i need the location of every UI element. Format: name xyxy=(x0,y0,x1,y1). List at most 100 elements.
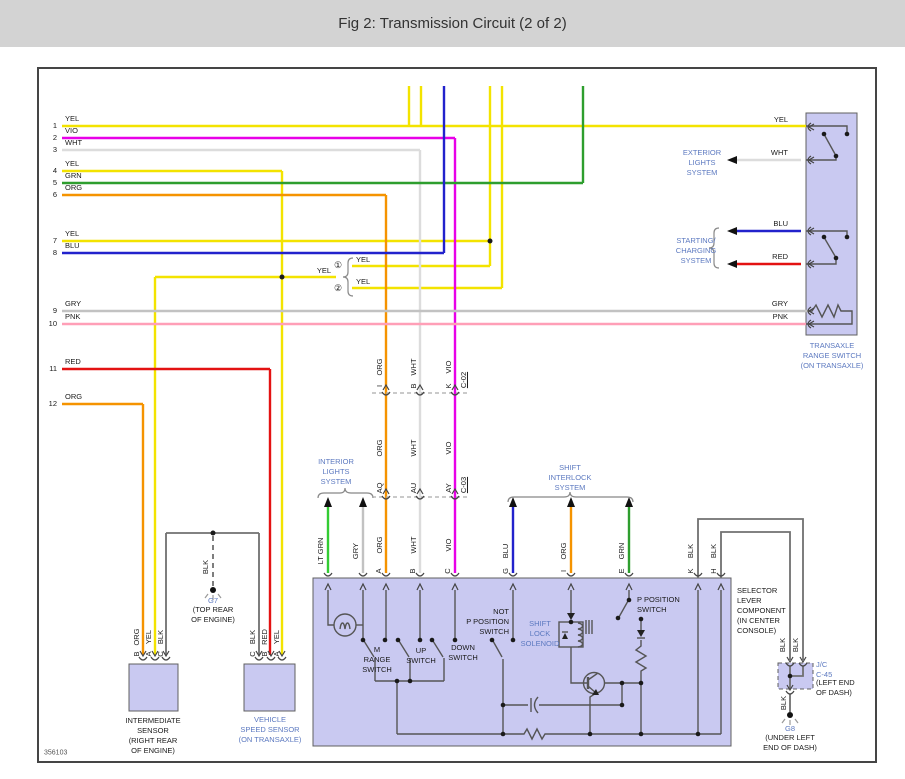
int-pin-a: A xyxy=(143,651,153,657)
transaxle-range-switch-box xyxy=(805,112,858,336)
g8-name: G8 xyxy=(784,723,796,733)
jc-c45-location: (LEFT END OF DASH) xyxy=(816,677,855,697)
c02-pin-b: B xyxy=(408,383,418,389)
row-4-color: YEL xyxy=(65,158,80,168)
junction-dots xyxy=(210,131,850,737)
down-switch-name: DOWN SWITCH xyxy=(448,642,478,662)
up-switch-name: UP SWITCH xyxy=(406,645,436,665)
starting-charging-arrow-blu xyxy=(727,227,737,235)
row-1-color: YEL xyxy=(65,113,80,123)
box-pin-k: K xyxy=(685,568,695,574)
row-8-number: 8 xyxy=(52,247,57,257)
vss-col-red: RED xyxy=(259,629,269,645)
blu-wire-label: BLU xyxy=(500,543,510,559)
yel-branch-1-label: YEL xyxy=(356,254,371,264)
box-pin-c: C xyxy=(442,568,452,574)
resistor-symbol xyxy=(806,303,853,325)
shift-interlock-arrow xyxy=(567,497,575,507)
c02-pin-k: K xyxy=(443,383,453,389)
row-11-number: 11 xyxy=(49,363,57,373)
starting-charging-arrow-red xyxy=(727,260,737,268)
ground-symbols xyxy=(204,587,799,725)
row-3-color: WHT xyxy=(65,137,83,147)
col-vio-label-3: VIO xyxy=(443,538,453,552)
row-6-color: ORG xyxy=(65,182,83,192)
col-org-label-2: ORG xyxy=(374,439,384,457)
lamp-filament xyxy=(339,622,351,630)
row-10-color: PNK xyxy=(65,311,81,321)
yel-split-brace xyxy=(342,257,354,297)
col-org-label-3: ORG xyxy=(374,536,384,554)
figure-code: 356103 xyxy=(44,749,68,757)
braces xyxy=(317,227,720,503)
row-10-number: 10 xyxy=(48,318,57,328)
row-9-number: 9 xyxy=(52,305,57,315)
capacitor-icon xyxy=(533,696,539,714)
org-wire-label: ORG xyxy=(558,542,568,560)
row-3-number: 3 xyxy=(52,144,57,154)
row-12-color: ORG xyxy=(65,391,83,401)
p-position-switch-name: P POSITION SWITCH xyxy=(637,594,680,614)
white-wires xyxy=(62,148,801,573)
box-pin-g: G xyxy=(500,568,510,574)
g7-name: G7 xyxy=(207,595,219,605)
row-12-number: 12 xyxy=(48,398,57,408)
vss-col-blk: BLK xyxy=(247,629,257,645)
row-5-number: 5 xyxy=(52,177,57,187)
black-wires xyxy=(165,518,804,660)
jc-c45-box xyxy=(777,662,814,690)
shift-interlock-brace xyxy=(507,491,634,503)
circled-2: ② xyxy=(333,282,343,293)
bus-resistor xyxy=(397,727,721,741)
g8-location: (UNDER LEFT END OF DASH) xyxy=(763,732,817,752)
jc-blk-label: BLK xyxy=(778,695,788,711)
trs-wht-label: WHT xyxy=(770,147,788,157)
connector-c03: C-03 xyxy=(458,476,468,494)
g7-location: (TOP REAR OF ENGINE) xyxy=(191,604,235,624)
system-arrows xyxy=(324,156,737,507)
intermediate-sensor-name: INTERMEDIATE SENSOR (RIGHT REAR OF ENGIN… xyxy=(125,715,181,756)
yel-branch-2-label: YEL xyxy=(356,276,371,286)
row-1-number: 1 xyxy=(52,120,57,130)
shift-interlock-system: SHIFT INTERLOCK SYSTEM xyxy=(548,462,592,493)
shift-interlock-arrow xyxy=(509,497,517,507)
title-bar: Fig 2: Transmission Circuit (2 of 2) xyxy=(0,0,905,47)
blue-wires xyxy=(62,86,801,573)
row-7-number: 7 xyxy=(52,235,57,245)
exterior-lights-arrow xyxy=(727,156,737,164)
row-2-color: VIO xyxy=(65,125,78,135)
interior-lights-arrow xyxy=(359,497,367,507)
diode-icon xyxy=(562,633,568,639)
diode-icon xyxy=(637,630,645,637)
transistor-emitter-arrow xyxy=(592,689,599,695)
red-wires xyxy=(62,262,801,655)
jc-c45-name: J/C C-45 xyxy=(816,659,833,679)
diode-icon xyxy=(567,613,575,620)
transaxle-range-switch-name: TRANSAXLE RANGE SWITCH (ON TRANSAXLE) xyxy=(800,340,864,371)
int-col-yel: YEL xyxy=(143,629,153,645)
not-p-position-switch-name: NOT P POSITION SWITCH xyxy=(466,606,509,637)
m-range-switch-name: M RANGE SWITCH xyxy=(362,644,392,675)
ltgrn-wire-label: LT GRN xyxy=(315,537,325,565)
box-pin-h: H xyxy=(708,568,718,574)
row-9-color: GRY xyxy=(65,298,82,308)
exterior-lights-system: EXTERIOR LIGHTS SYSTEM xyxy=(682,147,722,178)
col-wht-label-2: WHT xyxy=(408,439,418,457)
blk-drop-label-1: BLK xyxy=(777,637,787,653)
shift-interlock-arrow xyxy=(625,497,633,507)
col-wht-label-3: WHT xyxy=(408,536,418,554)
row-7-color: YEL xyxy=(65,228,80,238)
orange-wires xyxy=(62,193,573,655)
col-vio-label-2: VIO xyxy=(443,441,453,455)
g7-ground-icon xyxy=(204,587,222,600)
row-11-color: RED xyxy=(65,356,81,366)
colored-wires xyxy=(62,86,808,655)
box-pin-a: A xyxy=(373,568,383,574)
col-wht-label-1: WHT xyxy=(408,358,418,376)
int-col-blk: BLK xyxy=(155,629,165,645)
vss-pin-c: C xyxy=(247,651,257,657)
interior-lights-system: INTERIOR LIGHTS SYSTEM xyxy=(318,456,354,487)
g8-ground-icon xyxy=(781,712,799,725)
